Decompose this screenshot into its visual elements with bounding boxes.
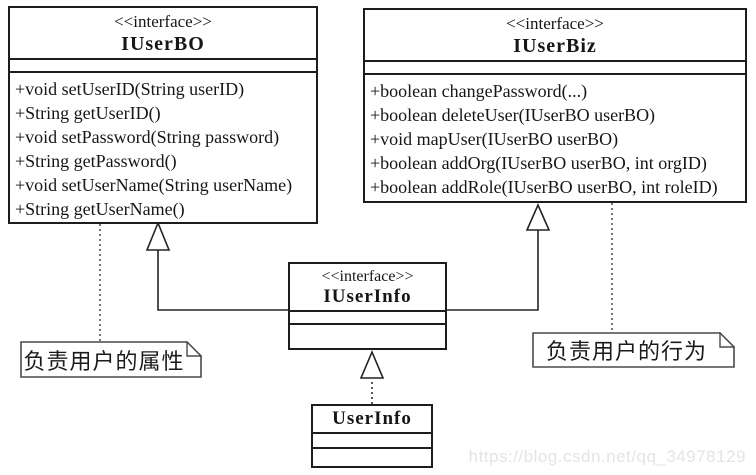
note-text: 负责用户的属性: [23, 348, 185, 374]
class-name: IUserBiz: [513, 35, 597, 57]
method-item: +boolean addOrg(IUserBO userBO, int orgI…: [370, 153, 707, 173]
attributes-compartment: [290, 312, 445, 325]
method-item: +String getUserID(): [15, 103, 161, 123]
stereotype-label: <<interface>>: [321, 268, 414, 285]
methods-compartment: +void setUserID(String userID) +String g…: [10, 73, 316, 222]
note-text: 负责用户的行为: [545, 339, 707, 364]
note-shape: [532, 332, 735, 368]
class-box-iuserbiz: <<interface>> IUserBiz +boolean changePa…: [363, 8, 747, 203]
generalization-line-iuserbo: [157, 250, 288, 311]
note-shape: [20, 341, 202, 378]
class-box-iuserinfo: <<interface>> IUserInfo: [288, 262, 447, 350]
note-user-attributes: 负责用户的属性: [20, 341, 202, 378]
methods-compartment: [313, 449, 431, 466]
method-item: +void mapUser(IUserBO userBO): [370, 129, 619, 149]
realization-arrow-userinfo: [359, 349, 385, 379]
attributes-compartment: [365, 62, 745, 75]
method-item: +boolean addRole(IUserBO userBO, int rol…: [370, 177, 718, 197]
class-name: IUserInfo: [323, 286, 412, 307]
methods-compartment: +boolean changePassword(...) +boolean de…: [365, 75, 745, 201]
class-header: <<interface>> IUserInfo: [290, 264, 445, 312]
attributes-compartment: [10, 60, 316, 73]
watermark-text: https://blog.csdn.net/qq_34978129: [468, 447, 746, 466]
generalization-arrow-iuserbo: [145, 220, 171, 251]
class-header: <<interface>> IUserBO: [10, 8, 316, 60]
note-fold-corner-icon: [186, 341, 202, 357]
method-item: +void setUserName(String userName): [15, 175, 293, 195]
generalization-arrow-iuserbiz: [525, 203, 551, 231]
stereotype-label: <<interface>>: [506, 14, 604, 33]
class-box-userinfo: UserInfo: [311, 404, 433, 468]
method-item: +String getPassword(): [15, 151, 177, 171]
method-item: +void setUserID(String userID): [15, 79, 245, 99]
class-name: UserInfo: [332, 408, 412, 429]
note-user-behavior: 负责用户的行为: [532, 332, 735, 368]
generalization-line-iuserbiz: [447, 230, 539, 311]
class-header: UserInfo: [313, 406, 431, 434]
methods-compartment: [290, 325, 445, 348]
method-item: +boolean deleteUser(IUserBO userBO): [370, 105, 656, 125]
attributes-compartment: [313, 434, 431, 449]
note-fold-corner-icon: [719, 332, 735, 348]
method-item: +void setPassword(String password): [15, 127, 280, 147]
stereotype-label: <<interface>>: [114, 12, 212, 31]
method-item: +String getUserName(): [15, 199, 185, 219]
class-box-iuserbo: <<interface>> IUserBO +void setUserID(St…: [8, 6, 318, 224]
class-name: IUserBO: [121, 33, 205, 55]
method-item: +boolean changePassword(...): [370, 81, 588, 101]
class-header: <<interface>> IUserBiz: [365, 10, 745, 62]
